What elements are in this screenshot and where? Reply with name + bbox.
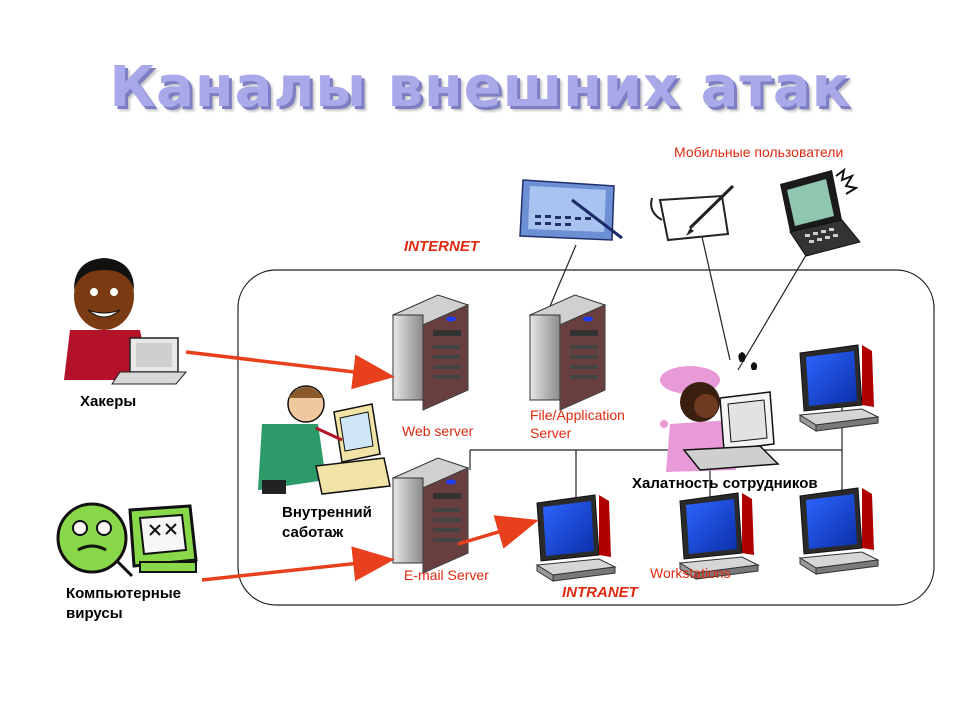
workstations-label: Workstations	[650, 565, 731, 581]
employee-icon	[660, 352, 780, 472]
tablet-icon	[519, 179, 623, 241]
email-server-icon	[392, 457, 469, 574]
file-server-label-line2: Server	[530, 425, 572, 441]
laptop-icon	[780, 167, 861, 257]
workstation-icon	[799, 487, 879, 575]
email-to-workstation-arrow	[457, 515, 539, 549]
file-server-label-line1: File/Application	[530, 407, 625, 423]
page-title: Каналы внешних атак	[109, 55, 851, 120]
sabotage-label-line1: Внутренний	[282, 504, 372, 521]
saboteur-icon	[258, 385, 391, 495]
workstation-icon	[536, 494, 616, 582]
virus-attack-arrow	[201, 546, 395, 582]
email-server-label: E-mail Server	[404, 567, 489, 583]
hackers-label: Хакеры	[80, 393, 137, 410]
lan-lines	[469, 227, 843, 500]
file-server-icon	[529, 294, 606, 411]
hacker-icon	[64, 258, 188, 385]
hacker-attack-arrow	[185, 350, 395, 390]
virus-icon	[56, 502, 198, 578]
web-server-icon	[392, 294, 469, 411]
viruses-label-line2: вирусы	[66, 605, 123, 622]
stylus-pad-icon	[650, 184, 735, 242]
negligence-label: Халатность сотрудников	[632, 475, 818, 492]
viruses-label-line1: Компьютерные	[66, 585, 181, 602]
web-server-label: Web server	[402, 423, 474, 439]
network-boundary	[237, 269, 935, 606]
internet-label: INTERNET	[404, 238, 479, 255]
mobile-users-label: Мобильные пользователи	[674, 144, 844, 160]
workstation-icon	[799, 344, 879, 432]
sabotage-label-line2: саботаж	[282, 524, 344, 541]
intranet-label: INTRANET	[562, 584, 638, 601]
